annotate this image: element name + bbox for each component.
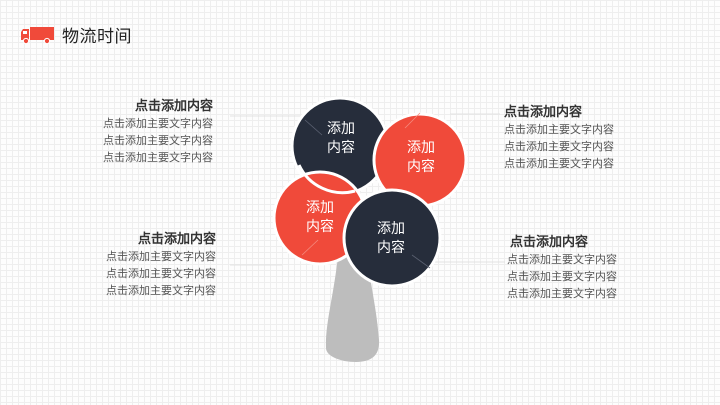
block-line: 点击添加主要文字内容 bbox=[103, 151, 213, 164]
block-line: 点击添加主要文字内容 bbox=[106, 250, 216, 263]
slide-header: 物流时间 bbox=[20, 22, 132, 47]
circle-label-line: 内容 bbox=[377, 240, 405, 256]
circle-label-line: 添加 bbox=[327, 121, 355, 137]
text-block-top-right[interactable]: 点击添加内容 点击添加主要文字内容 点击添加主要文字内容 点击添加主要文字内容 bbox=[504, 104, 614, 172]
block-line: 点击添加主要文字内容 bbox=[103, 134, 213, 147]
block-line: 点击添加主要文字内容 bbox=[504, 157, 614, 170]
block-line: 点击添加主要文字内容 bbox=[106, 284, 216, 297]
block-line: 点击添加主要文字内容 bbox=[106, 267, 216, 280]
circle-label-line: 内容 bbox=[327, 140, 355, 156]
text-block-bottom-left[interactable]: 点击添加内容 点击添加主要文字内容 点击添加主要文字内容 点击添加主要文字内容 bbox=[106, 231, 216, 299]
circle-label-top-right: 添加 内容 bbox=[391, 139, 451, 177]
circle-label-line: 内容 bbox=[407, 159, 435, 175]
text-block-top-left[interactable]: 点击添加内容 点击添加主要文字内容 点击添加主要文字内容 点击添加主要文字内容 bbox=[103, 98, 213, 166]
circle-bottom-right[interactable] bbox=[342, 188, 442, 288]
block-line: 点击添加主要文字内容 bbox=[507, 253, 617, 266]
block-line: 点击添加主要文字内容 bbox=[504, 140, 614, 153]
block-line: 点击添加主要文字内容 bbox=[507, 287, 617, 300]
circle-label-bottom-right: 添加 内容 bbox=[361, 220, 421, 258]
block-line: 点击添加主要文字内容 bbox=[507, 270, 617, 283]
text-block-bottom-right[interactable]: 点击添加内容 点击添加主要文字内容 点击添加主要文字内容 点击添加主要文字内容 bbox=[507, 234, 617, 302]
circle-label-line: 内容 bbox=[306, 219, 334, 235]
circle-label-top-left: 添加 内容 bbox=[311, 120, 371, 158]
block-heading: 点击添加内容 bbox=[510, 235, 589, 250]
block-heading: 点击添加内容 bbox=[134, 99, 213, 114]
block-line: 点击添加主要文字内容 bbox=[504, 123, 614, 136]
circle-label-line: 添加 bbox=[407, 140, 435, 156]
block-heading: 点击添加内容 bbox=[504, 105, 583, 120]
page-title: 物流时间 bbox=[62, 27, 132, 47]
block-heading: 点击添加内容 bbox=[137, 232, 216, 247]
circle-label-bottom-left: 添加 内容 bbox=[290, 199, 350, 237]
block-line: 点击添加主要文字内容 bbox=[103, 117, 213, 130]
circle-label-line: 添加 bbox=[377, 221, 405, 237]
circle-label-line: 添加 bbox=[306, 200, 334, 216]
truck-icon bbox=[21, 26, 54, 44]
